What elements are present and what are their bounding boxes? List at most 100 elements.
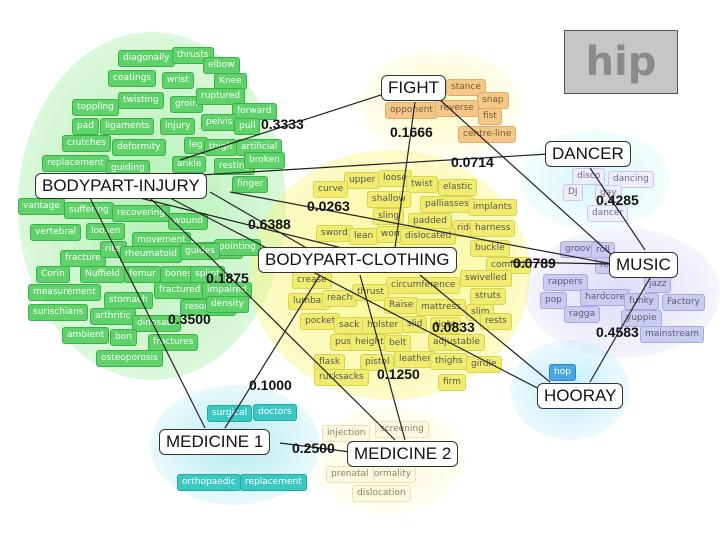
term-tag[interactable]: sword	[316, 225, 353, 242]
term-tag[interactable]: pull	[234, 118, 261, 135]
node-medicine-2[interactable]: MEDICINE 2	[347, 441, 459, 467]
node-bodypart-clothing[interactable]: BODYPART-CLOTHING	[258, 247, 457, 273]
edge-fight-clothing	[394, 101, 416, 249]
edge-weight-label: 0.0833	[432, 319, 475, 335]
node-dancer[interactable]: DANCER	[545, 141, 631, 167]
term-tag[interactable]: replacement	[240, 474, 307, 491]
term-tag[interactable]: Raise	[384, 297, 419, 314]
edge-injury-music	[229, 191, 613, 265]
term-tag[interactable]: elastic	[438, 179, 478, 196]
term-tag[interactable]: finger	[232, 176, 269, 193]
term-tag[interactable]: fracture	[60, 250, 106, 267]
term-tag[interactable]: Corin	[36, 266, 70, 283]
term-tag[interactable]: wrist	[162, 72, 194, 89]
term-tag[interactable]: doctors	[253, 404, 297, 421]
edge-injury-medicine2	[149, 197, 396, 441]
term-tag[interactable]: palliasses	[420, 196, 474, 213]
term-tag[interactable]: pop	[540, 292, 567, 309]
term-tag[interactable]: mattress	[416, 299, 466, 316]
node-fight[interactable]: FIGHT	[381, 75, 446, 101]
term-tag[interactable]: injection	[322, 425, 371, 442]
term-tag[interactable]: vertebral	[30, 224, 82, 241]
edge-weight-label: 0.1000	[249, 377, 292, 393]
term-tag[interactable]: measurement	[28, 284, 101, 301]
term-tag[interactable]: rappers	[543, 274, 588, 291]
term-tag[interactable]: implants	[468, 199, 517, 216]
node-medicine-1[interactable]: MEDICINE 1	[159, 429, 271, 455]
term-tag[interactable]: pistol	[360, 354, 395, 371]
term-tag[interactable]: Factory	[662, 294, 705, 311]
term-tag[interactable]: coatings	[108, 70, 157, 87]
term-tag[interactable]: hardcore	[580, 289, 630, 306]
term-tag[interactable]: arthritic	[90, 308, 136, 325]
edge-weight-label: 0.0789	[513, 255, 556, 271]
term-tag[interactable]: crutches	[62, 135, 111, 152]
edge-weight-label: 0.3500	[168, 311, 211, 327]
edge-injury-clothing	[209, 191, 311, 251]
edge-clothing-hooray	[419, 274, 551, 383]
term-tag[interactable]: bon	[110, 329, 137, 346]
term-tag[interactable]: dislocation	[352, 485, 411, 502]
term-tag[interactable]: loose	[378, 170, 412, 187]
edge-weight-label: 0.1875	[206, 270, 249, 286]
term-tag[interactable]: ligaments	[100, 118, 155, 135]
edge-weight-label: 0.4285	[596, 192, 639, 208]
edge-music-hooray	[589, 277, 651, 383]
edge-clothing-music	[509, 261, 613, 265]
term-tag[interactable]: ragga	[564, 306, 601, 323]
term-tag[interactable]: leg	[184, 137, 208, 154]
term-tag[interactable]: mainstream	[640, 326, 705, 343]
term-tag[interactable]: swivelled	[460, 270, 512, 287]
term-tag[interactable]: guiding	[106, 160, 150, 177]
term-tag[interactable]: recovering	[112, 205, 170, 222]
term-tag[interactable]: tight	[430, 317, 461, 334]
edge-weight-label: 0.6388	[248, 216, 291, 232]
node-music[interactable]: MUSIC	[609, 252, 678, 278]
edge-medicine1-medicine2	[279, 442, 351, 453]
node-bodypart-injury[interactable]: BODYPART-INJURY	[35, 173, 207, 199]
term-tag[interactable]: ruptured	[196, 88, 246, 105]
term-tag[interactable]: DJ	[563, 184, 583, 201]
term-tag[interactable]: deformity	[112, 139, 166, 156]
term-tag[interactable]: surischians	[28, 304, 89, 321]
term-tag[interactable]: dancing	[608, 171, 654, 188]
term-tag[interactable]: girdle	[466, 356, 502, 373]
term-tag[interactable]: orthopaedic	[177, 474, 241, 491]
edge-injury-dancer	[199, 153, 549, 176]
edge-clothing-medicine2	[359, 274, 406, 441]
edge-fight-music	[439, 99, 616, 259]
edge-weight-label: 0.1666	[390, 124, 433, 140]
edge-weight-label: 0.4583	[596, 324, 639, 340]
term-tag[interactable]: disco	[572, 168, 606, 185]
term-tag[interactable]: upper	[344, 172, 381, 189]
term-tag[interactable]: gay	[595, 185, 622, 202]
term-tag[interactable]: loosen	[86, 223, 126, 240]
edge-weight-label: 0.2500	[292, 440, 335, 456]
term-tag[interactable]: broken	[244, 152, 285, 169]
term-tag[interactable]: curve	[313, 181, 349, 198]
term-tag[interactable]: ambient	[62, 327, 110, 344]
term-tag[interactable]: harness	[470, 220, 516, 237]
term-tag[interactable]: fist	[478, 108, 502, 125]
term-tag[interactable]: toppling	[72, 99, 119, 116]
term-tag[interactable]: pad	[72, 118, 99, 135]
term-tag[interactable]: firm	[438, 374, 466, 391]
term-tag[interactable]: stance	[446, 79, 486, 96]
query-term-text: hip	[585, 39, 657, 85]
term-tag[interactable]: injury	[160, 118, 196, 135]
edge-weight-label: 0.0714	[451, 154, 494, 170]
edge-weight-label: 0.3333	[261, 116, 304, 132]
edge-injury-medicine1	[89, 197, 206, 429]
term-tag[interactable]: density	[206, 296, 249, 313]
term-tag[interactable]: guides	[180, 243, 220, 260]
term-tag[interactable]: hop	[549, 364, 576, 381]
term-tag[interactable]: rests	[480, 313, 512, 330]
term-tag[interactable]: shallow	[367, 191, 411, 208]
node-hooray[interactable]: HOORAY	[537, 383, 624, 409]
term-tag[interactable]: fractured	[154, 282, 206, 299]
term-tag[interactable]: twist	[406, 176, 438, 193]
edge-weight-label: 0.0263	[307, 198, 350, 214]
term-tag[interactable]: osteoporosis	[96, 350, 163, 367]
term-tag[interactable]: femur	[124, 266, 161, 283]
edge-injury-hooray	[169, 197, 546, 393]
